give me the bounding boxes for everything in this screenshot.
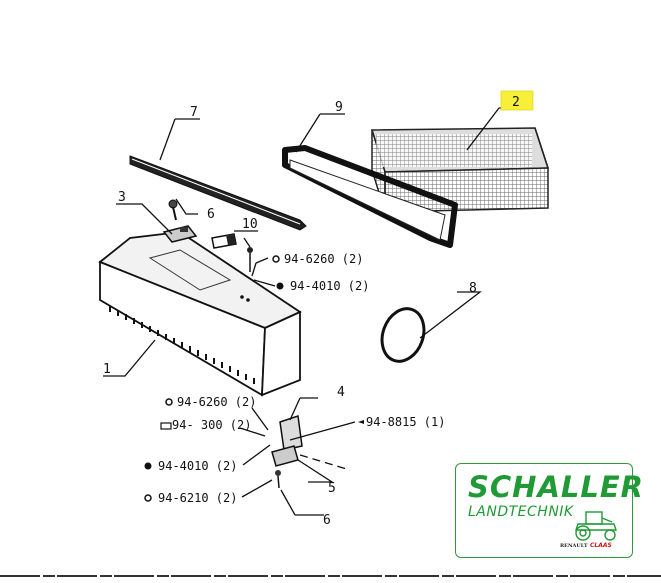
svg-text:94-8815 (1): 94-8815 (1) [366, 415, 445, 429]
logo-name: SCHALLER [468, 470, 644, 504]
callout-8: 8 [469, 281, 477, 296]
callout-6-top: 6 [207, 207, 215, 222]
bolt-top [247, 247, 253, 272]
svg-text:94- 300 (2): 94- 300 (2) [172, 418, 251, 432]
part-4-bracket [279, 415, 303, 451]
callout-9: 9 [335, 100, 343, 115]
part-8-o-ring [380, 307, 426, 363]
ref-1: 94-6260 (2) [272, 252, 363, 266]
callout-1: 1 [103, 362, 111, 377]
callout-4: 4 [337, 385, 345, 400]
callout-7: 7 [190, 105, 198, 120]
schaller-logo: SCHALLER LANDTECHNIK RENAULT CLAAS [455, 463, 643, 558]
ref-3: 94-6260 (2) [165, 395, 256, 409]
svg-text:94-6210 (2): 94-6210 (2) [158, 491, 237, 505]
logo-brand-renault: RENAULT [560, 543, 588, 549]
callout-2-highlight [500, 90, 534, 111]
leader-lines [103, 107, 522, 516]
tractor-icon [575, 511, 617, 541]
ref-6: 94-6210 (2) [144, 491, 237, 505]
svg-text:94-6260 (2): 94-6260 (2) [177, 395, 256, 409]
logo-brand-claas: CLAAS [590, 542, 612, 549]
callout-6-bottom: 6 [323, 513, 331, 528]
part-6-screw-bottom [275, 470, 281, 489]
svg-text:94-4010 (2): 94-4010 (2) [158, 459, 237, 473]
callout-2: 2 [512, 95, 520, 110]
logo-subtitle: LANDTECHNIK [468, 504, 574, 520]
part-9-gasket [282, 145, 458, 248]
part-7-strip [129, 155, 307, 231]
part-6-screw-top [168, 199, 178, 221]
part-10-block [211, 233, 237, 249]
part-3-bracket [162, 225, 198, 243]
callout-10: 10 [242, 217, 258, 232]
part-5-clip [271, 445, 299, 467]
svg-text:94-6260 (2): 94-6260 (2) [284, 252, 363, 266]
part-1-housing [98, 231, 302, 397]
ref-7: 94-8815 (1) [358, 415, 445, 429]
callout-5: 5 [328, 481, 336, 496]
ref-5: 94-4010 (2) [144, 459, 237, 473]
callout-3: 3 [118, 190, 126, 205]
svg-text:94-4010 (2): 94-4010 (2) [290, 279, 369, 293]
ref-2: 94-4010 (2) [276, 279, 369, 293]
ref-4: 94- 300 (2) [160, 418, 251, 432]
